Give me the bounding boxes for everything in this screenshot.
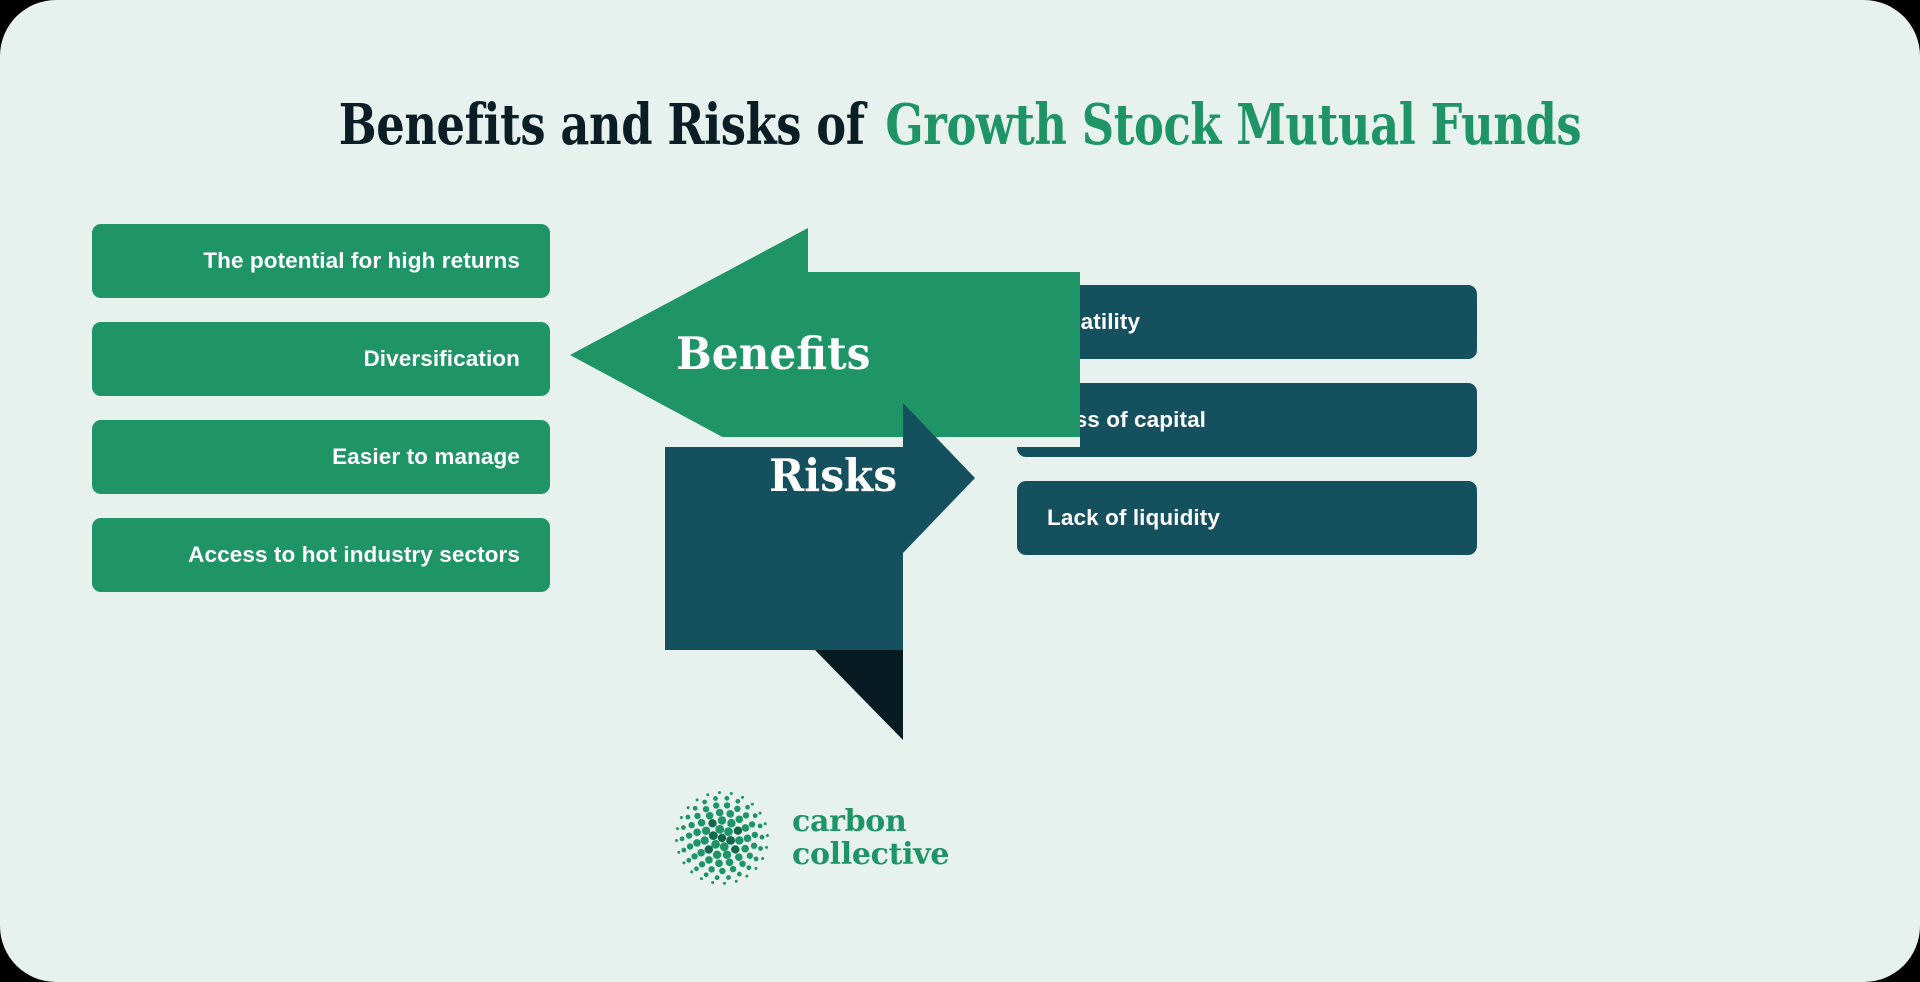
risk-item-2: Loss of capital — [1017, 383, 1477, 457]
risk-item-label: Loss of capital — [1047, 407, 1207, 432]
risk-item-label: Lack of liquidity — [1047, 505, 1220, 530]
benefit-item-label: Diversification — [363, 346, 520, 371]
risk-item-3: Lack of liquidity — [1017, 481, 1477, 555]
brand-logo-text: carbon collective — [792, 804, 950, 872]
benefit-item-label: Access to hot industry sectors — [188, 542, 520, 567]
benefit-item-label: Easier to manage — [332, 444, 520, 469]
brand-logo-line1: carbon — [792, 804, 907, 839]
benefit-item-4: Access to hot industry sectors — [92, 518, 550, 592]
brand-logo-line2: collective — [792, 837, 950, 872]
dotted-circle-logo-icon — [675, 791, 769, 885]
benefit-item-1: The potential for high returns — [92, 224, 550, 298]
benefit-item-label: The potential for high returns — [203, 248, 520, 273]
risks-arrow-body — [665, 403, 975, 650]
benefit-item-2: Diversification — [92, 322, 550, 396]
benefit-item-3: Easier to manage — [92, 420, 550, 494]
title-part-dark: Benefits and Risks of — [338, 92, 865, 158]
risks-arrow-fold-icon — [815, 650, 903, 740]
risk-item-1: Volatility — [1017, 285, 1477, 359]
brand-logo: carbon collective — [672, 782, 1248, 894]
benefits-arrow-label: Benefits — [676, 327, 871, 380]
title-part-green: Growth Stock Mutual Funds — [885, 92, 1582, 158]
risks-arrow-label: Risks — [769, 449, 898, 502]
risk-item-label: Volatility — [1047, 309, 1141, 334]
page-title: Benefits and Risks of Growth Stock Mutual… — [192, 92, 1728, 158]
